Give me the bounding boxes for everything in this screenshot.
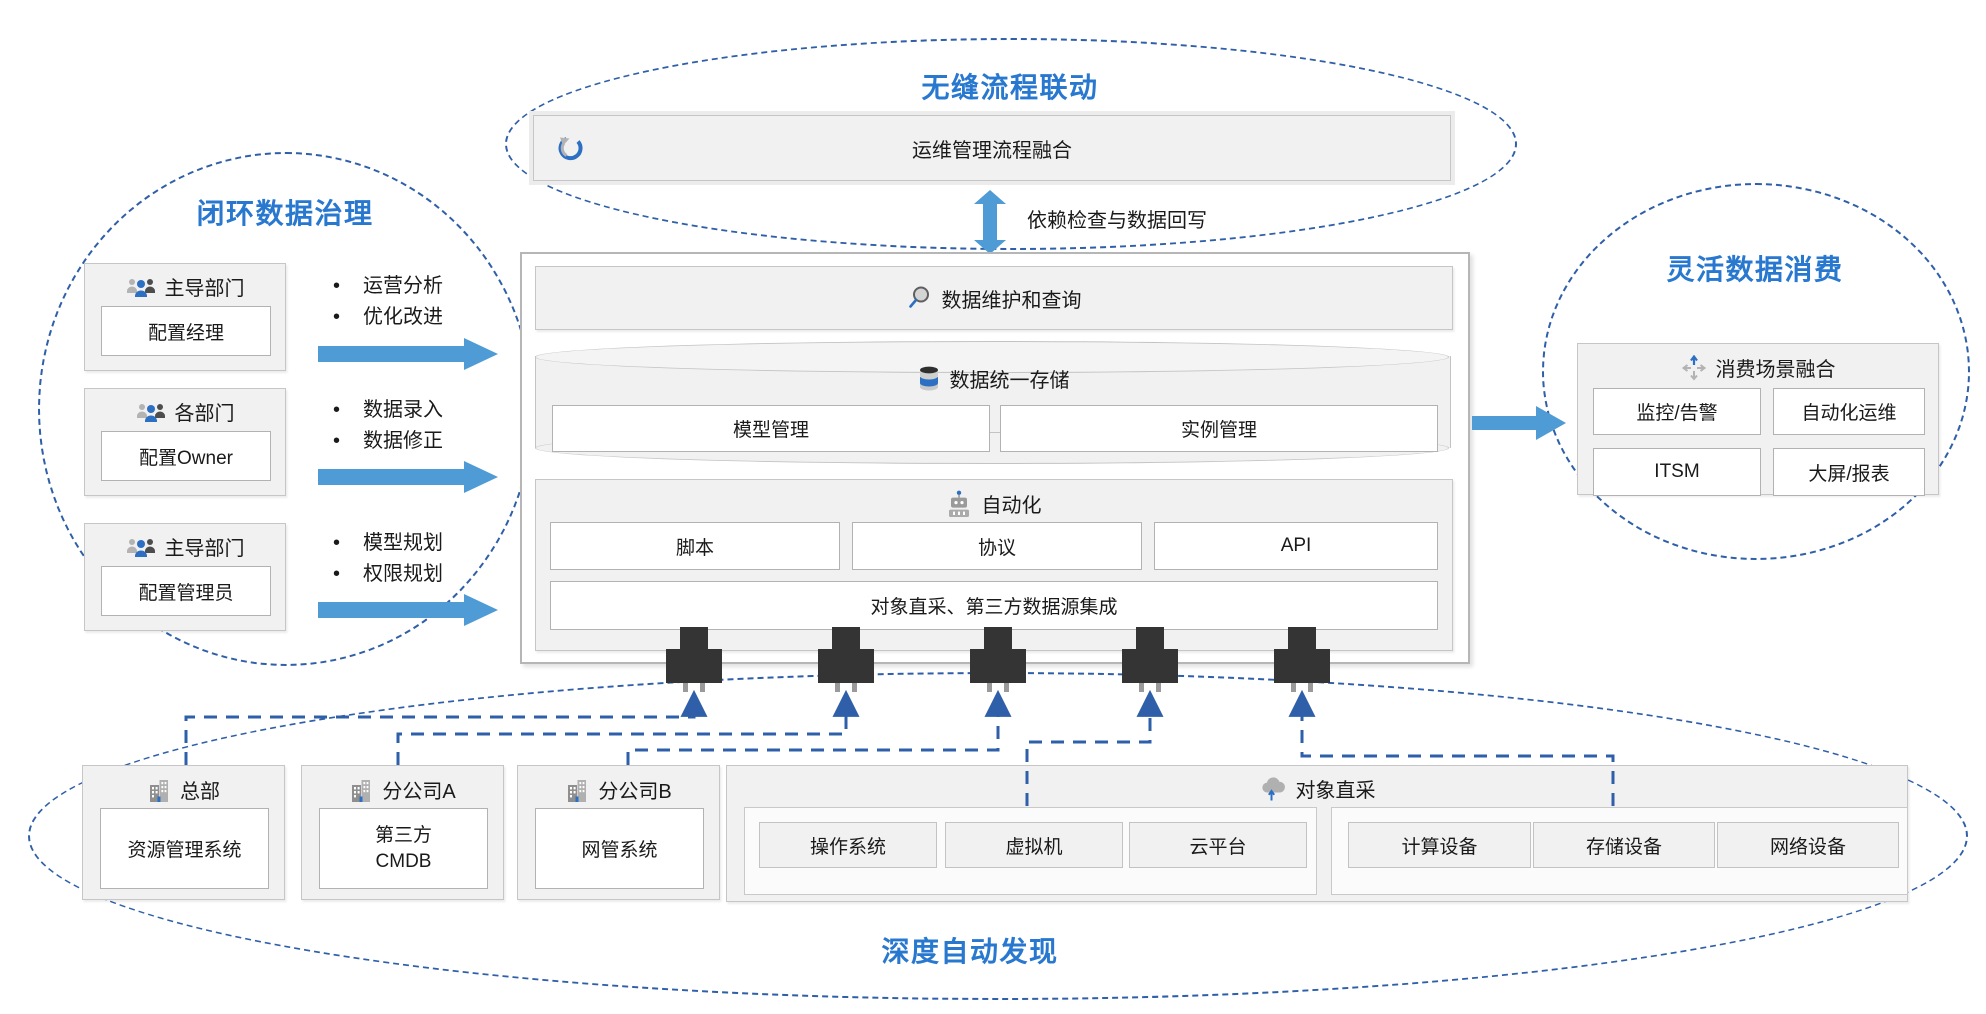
vm-box: 虚拟机 [945, 822, 1123, 868]
storage-device-box: 存储设备 [1533, 822, 1715, 868]
consumption-panel: 消费场景融合 监控/告警 自动化运维 ITSM 大屏/报表 [1577, 343, 1939, 496]
source-header: 分公司A [382, 781, 456, 803]
arrow-down-head [974, 240, 1006, 254]
plug-connector-icon [666, 627, 722, 693]
cloud-upload-icon [1259, 776, 1287, 802]
monitoring-alert-box: 监控/告警 [1593, 388, 1761, 435]
api-box: API [1154, 522, 1438, 570]
flexible-consumption-ellipse [1542, 183, 1970, 560]
arrows-move-icon [1681, 354, 1707, 381]
dept-header: 主导部门 [164, 278, 245, 300]
collect-subgroup-virtual: 操作系统 虚拟机 云平台 [744, 807, 1317, 895]
people-group-icon [126, 277, 156, 297]
storage-header: 数据统一存储 [535, 364, 1451, 393]
automation-header: 自动化 [535, 489, 1451, 518]
data-query-bar: 数据维护和查询 [535, 266, 1453, 330]
dashboard-report-box: 大屏/报表 [1773, 448, 1925, 496]
plug-connector-icon [1122, 627, 1178, 693]
section-title-closed-loop: 闭环数据治理 [196, 198, 374, 229]
dept-box-lead-1: 主导部门 配置经理 [84, 263, 286, 371]
network-device-box: 网络设备 [1717, 822, 1899, 868]
flow-arrow-1 [318, 338, 500, 370]
plug-connector-icon [818, 627, 874, 693]
flow-arrow-3 [318, 594, 500, 626]
consumption-panel-title: 消费场景融合 [1715, 359, 1836, 381]
collect-subgroup-device: 计算设备 存储设备 网络设备 [1331, 807, 1908, 895]
role-box: 配置经理 [101, 306, 271, 356]
source-box-branch-b: 分公司B 网管系统 [517, 765, 720, 900]
instance-mgmt-box: 实例管理 [1000, 405, 1438, 452]
model-mgmt-box: 模型管理 [552, 405, 990, 452]
os-box: 操作系统 [759, 822, 937, 868]
auto-ops-box: 自动化运维 [1773, 388, 1925, 435]
plug-connector-icon [1274, 627, 1330, 693]
itsm-box: ITSM [1593, 448, 1761, 496]
dependency-double-arrow [974, 190, 1006, 254]
section-title-consumption: 灵活数据消费 [1666, 254, 1844, 285]
source-system-box: 网管系统 [535, 808, 704, 889]
dept-header: 主导部门 [164, 538, 245, 560]
section-title-seamless-process: 无缝流程联动 [921, 72, 1099, 103]
robot-icon [945, 490, 973, 518]
storage-cylinder-top [535, 341, 1449, 373]
role-box: 配置管理员 [101, 566, 271, 616]
direct-collect-group: 对象直采 操作系统 虚拟机 云平台 计算设备 存储设备 网络设备 [726, 765, 1908, 902]
role-box: 配置Owner [101, 431, 271, 481]
source-system-box: 资源管理系统 [100, 808, 269, 889]
people-group-icon [136, 402, 166, 422]
source-box-hq: 总部 资源管理系统 [82, 765, 285, 900]
source-header: 总部 [180, 781, 220, 803]
dept-box-lead-2: 主导部门 配置管理员 [84, 523, 286, 631]
dept-header: 各部门 [174, 403, 235, 425]
compute-device-box: 计算设备 [1348, 822, 1531, 868]
direct-collect-header: 对象直采 [1295, 780, 1376, 802]
people-group-icon [126, 537, 156, 557]
database-icon [917, 365, 941, 393]
source-box-branch-a: 分公司A 第三方 CMDB [301, 765, 504, 900]
building-icon [147, 777, 171, 803]
bullet-list-1: •运营分析 •优化改进 [333, 275, 443, 328]
refresh-cycle-icon [556, 133, 586, 163]
integration-bar: 对象直采、第三方数据源集成 [550, 581, 1438, 630]
ops-process-label: 运维管理流程融合 [912, 139, 1072, 162]
flow-arrow-to-consumption [1472, 406, 1566, 440]
building-icon [565, 777, 589, 803]
plug-connector-icon [970, 627, 1026, 693]
seamless-process-ellipse [505, 38, 1517, 250]
source-header: 分公司B [598, 781, 672, 803]
flow-arrow-2 [318, 461, 500, 493]
bullet-list-2: •数据录入 •数据修正 [333, 399, 443, 452]
search-icon [907, 285, 933, 311]
source-system-box: 第三方 CMDB [319, 808, 488, 889]
storage-title: 数据统一存储 [949, 370, 1070, 392]
script-box: 脚本 [550, 522, 840, 570]
automation-title: 自动化 [981, 495, 1042, 517]
section-title-deep-discovery: 深度自动发现 [881, 936, 1059, 967]
dependency-arrow-label: 依赖检查与数据回写 [1027, 210, 1207, 232]
protocol-box: 协议 [852, 522, 1142, 570]
ops-process-bar: 运维管理流程融合 [533, 115, 1451, 181]
arrow-up-head [974, 190, 1006, 204]
cloud-platform-box: 云平台 [1129, 822, 1307, 868]
data-query-label: 数据维护和查询 [941, 289, 1082, 312]
dept-box-all: 各部门 配置Owner [84, 388, 286, 496]
bullet-list-3: •模型规划 •权限规划 [333, 532, 443, 585]
building-icon [349, 777, 373, 803]
